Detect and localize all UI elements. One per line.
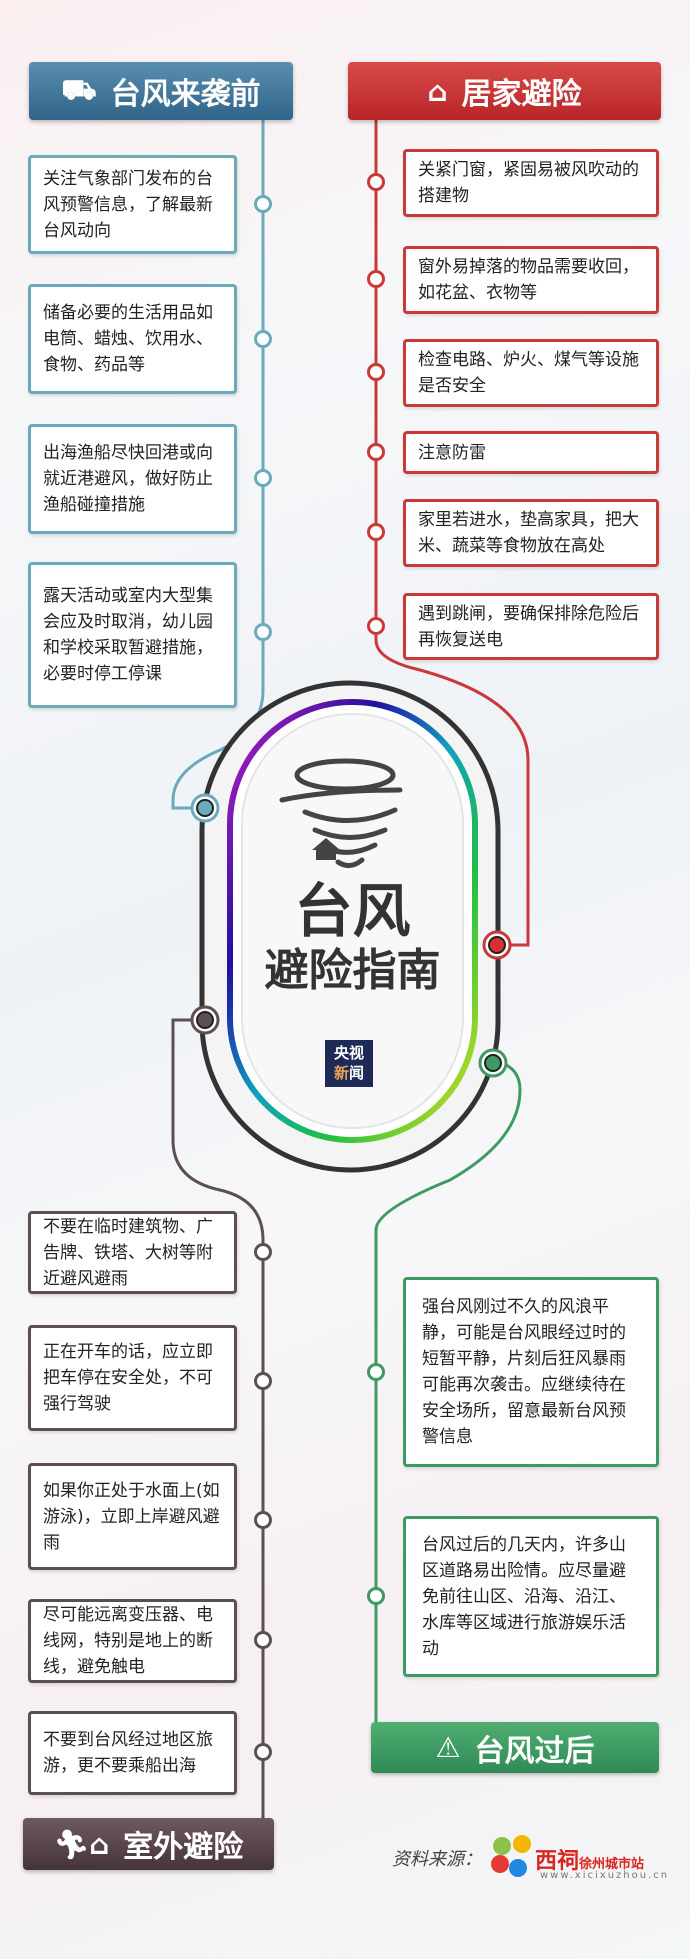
connector-dot <box>367 1363 385 1381</box>
before-line <box>171 120 265 810</box>
center-title-line2: 避险指南 <box>264 945 441 996</box>
header-outdoor: 🏃︎⌂室外避险 <box>23 1818 274 1870</box>
connector-dot <box>367 363 385 381</box>
brand-url: www.xicixuzhou.cn <box>540 1870 670 1881</box>
header-before: ⛟台风来袭前 <box>29 62 293 120</box>
outdoor-item: 尽可能远离变压器、电线网，特别是地上的断线，避免触电 <box>28 1599 237 1683</box>
source-label: 资料来源： <box>392 1849 482 1870</box>
connector-dot <box>254 195 272 213</box>
connector-dot <box>254 1631 272 1649</box>
connector-dot <box>254 1511 272 1529</box>
connector-dot <box>254 623 272 641</box>
connector-dot <box>254 330 272 348</box>
before-item: 露天活动或室内大型集会应及时取消，幼儿园和学校采取暂避措施，必要时停工停课 <box>28 562 237 708</box>
node-outdoor <box>190 1005 220 1035</box>
header-after: ⚠台风过后 <box>371 1722 659 1773</box>
outdoor-item: 不要到台风经过地区旅游，更不要乘船出海 <box>28 1711 237 1795</box>
home-item: 注意防雷 <box>403 431 659 474</box>
connector-dot <box>367 1587 385 1605</box>
before-item: 关注气象部门发布的台风预警信息，了解最新台风动向 <box>28 155 237 254</box>
connector-dot <box>367 443 385 461</box>
connector-dot <box>254 1743 272 1761</box>
home-line <box>374 120 530 947</box>
center-title-line1: 台风 <box>294 877 411 945</box>
node-after <box>478 1048 508 1078</box>
after-item: 强台风刚过不久的风浪平静，可能是台风眼经过时的短暂平静，片刻后狂风暴雨可能再次袭… <box>403 1277 659 1467</box>
connector-dot <box>367 617 385 635</box>
connector-dot <box>367 270 385 288</box>
node-home <box>482 930 512 960</box>
home-item: 关紧门窗，紧固易被风吹动的搭建物 <box>403 149 659 217</box>
connector-dot <box>254 1372 272 1390</box>
before-item: 出海渔船尽快回港或向就近港避风，做好防止渔船碰撞措施 <box>28 424 237 534</box>
after-item: 台风过后的几天内，许多山区道路易出险情。应尽量避免前往山区、沿海、沿江、水库等区… <box>403 1516 659 1677</box>
house-person-icon: ⌂ <box>427 74 448 108</box>
outdoor-item: 正在开车的话，应立即把车停在安全处，不可强行驾驶 <box>28 1325 237 1431</box>
before-item: 储备必要的生活用品如电筒、蜡烛、饮用水、食物、药品等 <box>28 284 237 394</box>
outdoor-item: 不要在临时建筑物、广告牌、铁塔、大树等附近避风避雨 <box>28 1211 237 1294</box>
outdoor-line <box>171 1018 265 1818</box>
after-line <box>374 1061 522 1722</box>
brand-name: 西祠徐州城市站 <box>535 1849 645 1874</box>
header-home: ⌂居家避险 <box>348 62 661 120</box>
running-house-icon: 🏃︎⌂ <box>53 1827 110 1861</box>
tornado-icon <box>279 758 403 868</box>
brand-logo-icon <box>491 1835 531 1877</box>
home-item: 家里若进水，垫高家具，把大米、蔬菜等食物放在高处 <box>403 499 659 567</box>
connector-dot <box>254 1243 272 1261</box>
cctv-news-logo: 央视新闻 <box>325 1040 373 1087</box>
connector-dot <box>254 469 272 487</box>
home-item: 检查电路、炉火、煤气等设施是否安全 <box>403 339 659 407</box>
warning-icon: ⚠ <box>435 1731 461 1764</box>
outdoor-item: 如果你正处于水面上(如游泳)，立即上岸避风避雨 <box>28 1463 237 1570</box>
node-before <box>190 793 220 823</box>
connector-dot <box>367 523 385 541</box>
home-item: 遇到跳闸，要确保排除危险后再恢复送电 <box>403 593 659 660</box>
home-item: 窗外易掉落的物品需要收回，如花盆、衣物等 <box>403 246 659 314</box>
supplies-icon: ⛟ <box>61 72 97 106</box>
house-icon <box>312 838 340 860</box>
connector-dot <box>367 173 385 191</box>
